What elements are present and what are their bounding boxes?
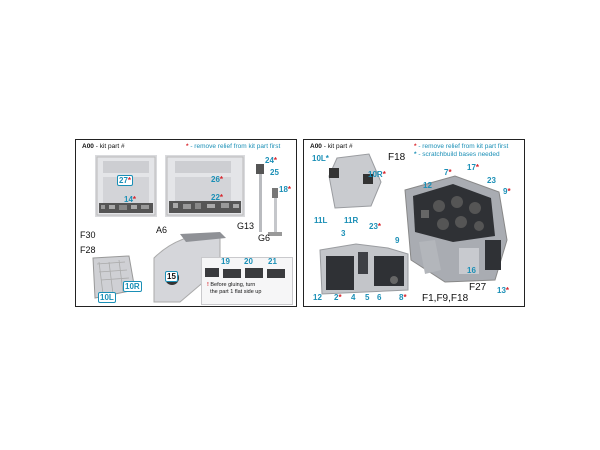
part-label-9-mid: 9 bbox=[395, 236, 400, 245]
left-relief-legend: * - remove relief from kit part first bbox=[186, 143, 281, 150]
part-label-22: 22* bbox=[211, 193, 224, 202]
left-console-panel-image-2 bbox=[165, 155, 245, 217]
console-drawing-2 bbox=[166, 156, 244, 216]
part-label-26: 26* bbox=[211, 175, 224, 184]
part-label-11r: 11R bbox=[344, 216, 359, 225]
part-label-4: 4 bbox=[351, 293, 356, 302]
part-label-25: 25 bbox=[270, 168, 279, 177]
part-label-23-mid: 23* bbox=[369, 222, 382, 231]
inset-parts-box bbox=[201, 257, 293, 305]
part-label-6: 6 bbox=[377, 293, 382, 302]
part-label-10r: 10R bbox=[123, 281, 142, 292]
part-label-9-top: 9* bbox=[503, 187, 511, 196]
part-label-10r-right: 10R* bbox=[368, 170, 386, 179]
part-label-15: 15 bbox=[165, 271, 178, 282]
right-scratchbuild-legend: * - scratchbuild bases needed bbox=[414, 151, 500, 158]
part-label-11l: 11L bbox=[314, 216, 328, 225]
label-f28: F28 bbox=[80, 245, 96, 255]
side-console-drawing bbox=[319, 243, 409, 295]
part-label-5: 5 bbox=[365, 293, 370, 302]
instrument-panel-drawing bbox=[404, 175, 508, 283]
part-label-14: 14* bbox=[124, 195, 137, 204]
label-f18: F18 bbox=[388, 152, 406, 163]
label-a6: A6 bbox=[156, 225, 168, 235]
part-label-23-top: 23 bbox=[487, 176, 496, 185]
part-label-24: 24* bbox=[265, 156, 278, 165]
part-label-10l: 10L bbox=[98, 292, 116, 303]
part-label-8: 8* bbox=[399, 293, 407, 302]
part-label-16: 16 bbox=[467, 266, 476, 275]
label-g13: G13 bbox=[237, 221, 255, 231]
part-label-19: 19 bbox=[221, 257, 230, 266]
label-f30: F30 bbox=[80, 230, 96, 240]
part-label-3: 3 bbox=[341, 229, 346, 238]
part-label-18: 18* bbox=[279, 185, 292, 194]
label-f1-f9-f18: F1,F9,F18 bbox=[422, 293, 469, 304]
inset-panels-row bbox=[205, 268, 285, 278]
label-f27: F27 bbox=[469, 282, 487, 293]
control-stick-drawing bbox=[256, 164, 282, 236]
part-label-2: 2* bbox=[334, 293, 342, 302]
part-label-21: 21 bbox=[268, 257, 277, 266]
right-relief-legend: * - remove relief from kit part first bbox=[414, 143, 509, 150]
gluing-note: ! Before gluing, turn the part 1 flat si… bbox=[207, 282, 262, 295]
part-label-12-bottom: 12 bbox=[313, 293, 322, 302]
part-label-13: 13* bbox=[497, 286, 510, 295]
part-label-27: 27* bbox=[117, 175, 134, 186]
part-label-7: 7* bbox=[444, 168, 452, 177]
label-g6: G6 bbox=[258, 233, 271, 243]
part-label-12-top: 12 bbox=[423, 181, 432, 190]
left-console-panel-image bbox=[95, 155, 157, 217]
console-drawing bbox=[96, 156, 156, 216]
right-kit-part-legend: A00 - kit part # bbox=[310, 143, 353, 150]
part-label-20: 20 bbox=[244, 257, 253, 266]
left-kit-part-legend: A00 - kit part # bbox=[82, 143, 125, 150]
part-label-17: 17* bbox=[467, 163, 480, 172]
part-label-10l-right: 10L* bbox=[312, 154, 329, 163]
seat-back-drawing bbox=[328, 153, 382, 209]
